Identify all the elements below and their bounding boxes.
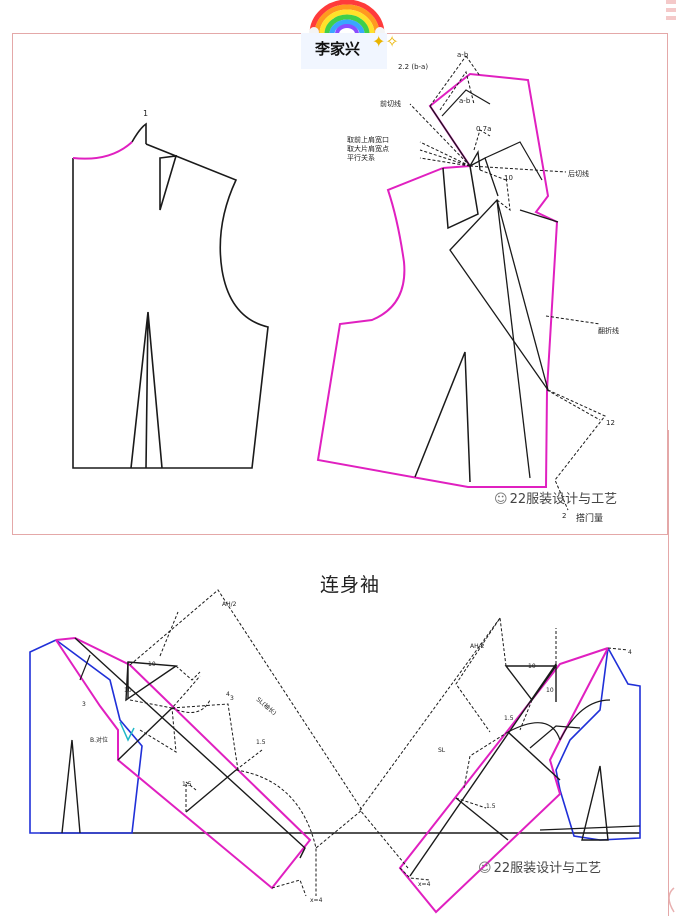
watermark-top: ☺22服装设计与工艺 (494, 492, 618, 507)
svg-text:12: 12 (606, 419, 615, 427)
chat-bubble-icon: ☺ (494, 492, 508, 507)
svg-text:1.5: 1.5 (182, 781, 192, 788)
chat-bubble-icon: ☺ (478, 861, 492, 876)
svg-text:2.2 (b-a): 2.2 (b-a) (398, 63, 428, 71)
svg-text:a-b: a-b (459, 97, 471, 105)
svg-text:10: 10 (504, 174, 513, 182)
front-bodice-pattern (316, 55, 606, 511)
svg-text:4: 4 (628, 649, 632, 656)
svg-text:3: 3 (82, 701, 86, 708)
svg-text:B.对位: B.对位 (90, 736, 108, 744)
top-annotation-labels: a-b 2.2 (b-a) a-b 0.7a 前切线 取前上肩宽口 取大片肩宽点… (347, 51, 619, 524)
corner-decoration (666, 0, 676, 20)
svg-text:平行关系: 平行关系 (347, 153, 375, 162)
front-raglan-pattern: AH/2 10 10 1.5 1.5 4 SL x=4 (359, 616, 641, 914)
svg-text:x=4: x=4 (418, 881, 431, 888)
author-name: 李家兴 (315, 40, 361, 58)
section-title: 连身袖 (319, 574, 380, 596)
svg-text:翻折线: 翻折线 (598, 326, 619, 335)
svg-text:3: 3 (230, 695, 234, 702)
svg-text:a-b: a-b (457, 51, 469, 59)
svg-text:0.7a: 0.7a (476, 125, 491, 133)
back-neckline (72, 141, 133, 160)
back-bodice-pattern (72, 122, 269, 469)
right-border-rule (668, 430, 669, 916)
svg-text:取前上肩宽口: 取前上肩宽口 (347, 135, 389, 144)
svg-text:1.5: 1.5 (504, 715, 514, 722)
svg-text:搭门量: 搭门量 (576, 512, 603, 524)
svg-text:1.5: 1.5 (486, 803, 496, 810)
svg-text:取大片肩宽点: 取大片肩宽点 (347, 144, 389, 153)
svg-text:前切线: 前切线 (380, 99, 401, 108)
svg-text:2: 2 (562, 512, 566, 520)
svg-text:AH/2: AH/2 (222, 601, 237, 608)
sparkle-icon: ✦✧ (372, 32, 399, 51)
label-1: 1 (143, 109, 148, 118)
svg-text:10: 10 (148, 661, 156, 668)
svg-text:SL(袖长): SL(袖长) (255, 695, 278, 716)
svg-text:10: 10 (528, 663, 536, 670)
svg-text:10: 10 (546, 687, 554, 694)
svg-text:10: 10 (124, 687, 132, 694)
svg-text:x=4: x=4 (310, 897, 323, 904)
svg-text:4: 4 (226, 691, 230, 698)
watermark-bottom: ☺22服装设计与工艺 (478, 861, 602, 876)
corner-decoration-bottom (668, 887, 675, 913)
back-raglan-pattern: AH/2 SL(袖长) 1.5 1.5 3 3 10 10 4 B.对位 x=4 (29, 589, 363, 904)
author-name-card: 李家兴 (301, 33, 387, 69)
svg-text:SL: SL (438, 747, 446, 754)
svg-text:后切线: 后切线 (568, 169, 589, 178)
svg-text:1.5: 1.5 (256, 739, 266, 746)
svg-text:AH/2: AH/2 (470, 643, 485, 650)
